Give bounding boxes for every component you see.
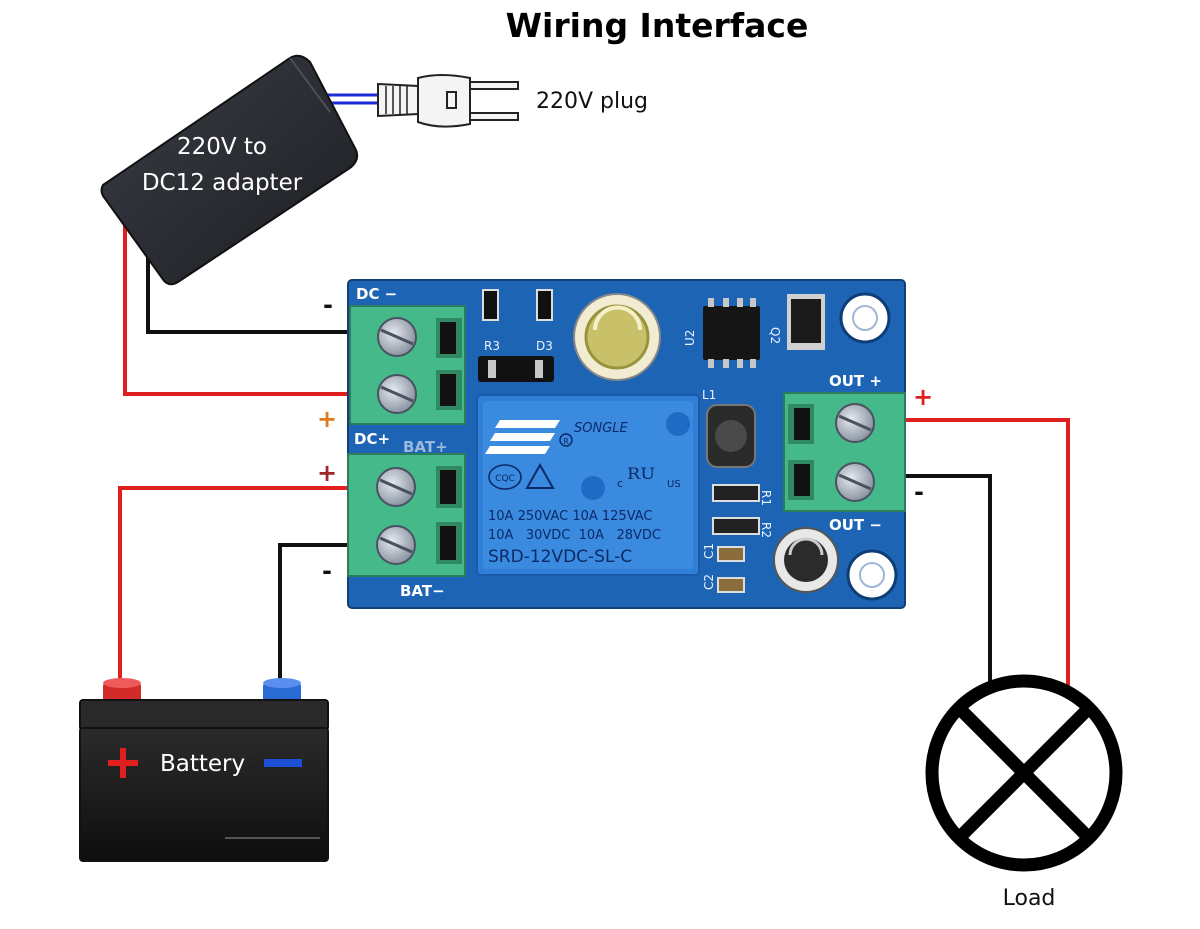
adapter-label-line2: DC12 adapter [142, 170, 303, 196]
relay-registered-mark: R [563, 437, 569, 446]
load-lamp-icon [925, 674, 1123, 872]
relay-cqc: CQC [495, 474, 515, 484]
warning-triangle-icon [525, 462, 555, 489]
label-bat-minus: BAT− [400, 582, 445, 600]
label-c2: C2 [702, 574, 716, 590]
relay-us-mark: US [667, 479, 681, 490]
label-c1: C1 [702, 543, 716, 559]
label-bat-plus: BAT+ [403, 438, 448, 456]
battery-label: Battery [160, 751, 245, 777]
label-r3: R3 [484, 339, 500, 353]
cqc-mark-icon [488, 464, 522, 490]
sign-dc-minus: - [323, 291, 333, 319]
label-l1: L1 [702, 388, 716, 402]
wire-black-out-minus [905, 474, 992, 686]
sign-out-plus: + [913, 383, 933, 411]
label-d3: D3 [536, 339, 553, 353]
wire-red-bat-plus [118, 486, 350, 690]
songle-logo-icon [485, 420, 560, 454]
label-out-plus: OUT + [829, 372, 882, 390]
terminal-block-bat [347, 453, 466, 577]
sign-bat-plus: + [317, 459, 337, 487]
relay-c-mark: c [617, 477, 623, 490]
relay-spec-line2: 10A 30VDC 10A 28VDC [488, 528, 661, 543]
wire-red-out-plus [905, 418, 1070, 686]
sign-out-minus: - [914, 478, 924, 506]
load-label: Load [1003, 886, 1056, 911]
relay-spec-line1: 10A 250VAC 10A 125VAC [488, 509, 653, 524]
terminal-block-dc [349, 305, 466, 425]
label-out-minus: OUT − [829, 516, 882, 534]
battery-icon [79, 678, 329, 862]
plug-icon [377, 74, 519, 128]
label-u2: U2 [683, 330, 697, 346]
terminal-block-out [783, 392, 906, 512]
label-dc-plus: DC+ [354, 430, 390, 448]
adapter-icon [100, 54, 359, 286]
label-r2: R2 [759, 522, 773, 538]
relay-ru-mark: ᴿᵁ [627, 462, 655, 495]
wires [118, 93, 1070, 690]
sign-dc-plus: + [317, 405, 337, 433]
chip-u2 [703, 306, 760, 360]
plug-label: 220V plug [536, 89, 648, 114]
relay-brand: SONGLE [574, 421, 629, 436]
label-r1: R1 [759, 490, 773, 506]
wire-red-dc-plus [123, 225, 350, 396]
relay: R SONGLE CQC c ᴿᵁ US 10A 250VAC 10A 125V… [476, 394, 700, 576]
wire-black-dc-minus [146, 248, 350, 334]
label-q2: Q2 [768, 327, 782, 344]
battery-minus-icon [264, 759, 302, 767]
page-title: Wiring Interface [506, 6, 809, 45]
wire-black-bat-minus [278, 543, 350, 690]
adapter-label-line1: 220V to [177, 134, 267, 160]
pcb-board: R3 D3 U2 Q2 L1 R1 R2 C1 C2 [347, 279, 906, 609]
relay-model: SRD-12VDC-SL-C [488, 547, 632, 567]
sign-bat-minus: - [322, 557, 332, 585]
label-dc-minus: DC − [356, 285, 397, 303]
